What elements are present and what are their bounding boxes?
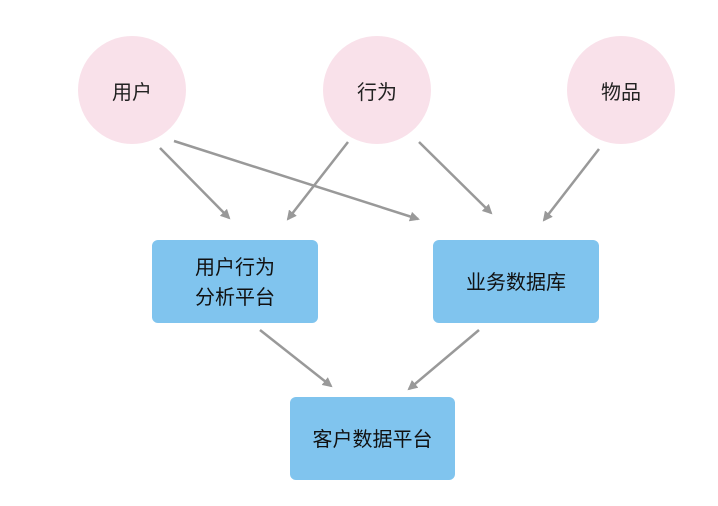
node-customer-data-platform: 客户数据平台: [290, 397, 455, 480]
arrow-item-to-business-db: [542, 148, 600, 222]
node-user: 用户: [78, 36, 186, 144]
arrow-user-to-behavior-platform: [159, 147, 231, 220]
node-behavior-platform-line1: 用户行为: [195, 254, 275, 279]
node-behavior-platform-line2: 分析平台: [195, 284, 275, 309]
arrow-user-to-business-db: [173, 139, 420, 222]
arrow-business-db-to-customer-platform: [407, 329, 480, 391]
node-behavior-label: 行为: [357, 79, 397, 104]
node-business-database: 业务数据库: [433, 240, 599, 323]
node-user-label: 用户: [112, 79, 152, 104]
node-item: 物品: [567, 36, 675, 144]
arrow-behavior-platform-to-customer-platform: [259, 329, 333, 388]
node-customer-platform-label: 客户数据平台: [312, 426, 433, 451]
node-business-db-label: 业务数据库: [466, 269, 566, 294]
node-behavior-analysis-platform: 用户行为 分析平台: [152, 240, 318, 323]
arrow-behavior-to-business-db: [418, 141, 493, 215]
node-item-label: 物品: [601, 79, 641, 104]
arrow-behavior-to-behavior-platform: [286, 141, 349, 221]
node-behavior: 行为: [323, 36, 431, 144]
